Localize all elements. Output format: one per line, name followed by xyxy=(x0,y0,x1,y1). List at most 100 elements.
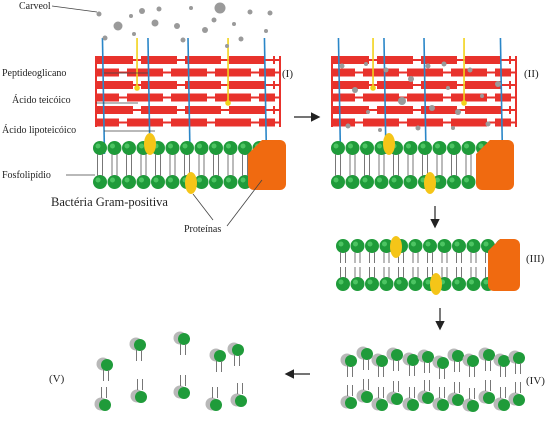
lipid-head xyxy=(452,277,466,291)
peptidoglycan-edge xyxy=(95,56,97,127)
stage-label: (IV) xyxy=(526,375,545,387)
lipid-head-highlight xyxy=(483,279,489,285)
lipid-head xyxy=(467,355,479,367)
lipid-head xyxy=(376,399,388,411)
carveol-molecule xyxy=(156,6,162,12)
lipid-head xyxy=(498,399,510,411)
lipid-head-highlight xyxy=(110,177,115,183)
lipid-head-highlight xyxy=(197,143,202,149)
lipid-head xyxy=(422,351,434,363)
lipid-head xyxy=(461,175,476,189)
lipid-head xyxy=(389,175,403,189)
teichoic-acid-end xyxy=(134,85,140,91)
lipoteichoic-acid xyxy=(187,37,191,155)
lipid-head xyxy=(513,352,525,364)
lipid-head xyxy=(365,277,379,291)
carveol-molecule xyxy=(129,14,133,18)
lipid-head-highlight xyxy=(211,143,217,149)
lipid-head xyxy=(483,349,495,361)
stage-label: (I) xyxy=(282,68,293,80)
carveol-molecule xyxy=(139,8,145,14)
carveol-molecule xyxy=(113,21,123,31)
membrane-protein-yellow xyxy=(383,133,395,155)
lipid-head xyxy=(165,141,180,155)
carveol-molecule xyxy=(339,63,345,69)
lipoteichoic-acid xyxy=(337,37,342,155)
carveol-molecule xyxy=(408,76,414,82)
membrane-stage-1 xyxy=(93,141,267,189)
lipid-head-highlight xyxy=(420,143,426,149)
lipid-head-highlight xyxy=(469,241,474,247)
lipid-head xyxy=(151,175,165,189)
lipid-head xyxy=(336,277,350,291)
lipid-head xyxy=(447,175,461,189)
lipid-head xyxy=(437,399,449,411)
lipoteichoic-acid xyxy=(383,37,387,155)
carveol-molecules-stage-2 xyxy=(339,61,501,132)
carveol-molecule xyxy=(189,6,193,10)
carveol-molecule xyxy=(352,87,358,93)
lipid-head xyxy=(483,392,495,404)
membrane-protein-orange xyxy=(476,140,514,190)
lipid-head xyxy=(466,239,481,253)
lipid-head-highlight xyxy=(353,241,358,247)
carveol-molecule xyxy=(211,17,217,23)
membrane-protein-yellow xyxy=(144,133,156,155)
lipid-head xyxy=(423,239,437,253)
peptidoglycan-link xyxy=(97,109,279,111)
label-acido-lipoteicoico: Ácido lipoteicóico xyxy=(2,124,76,136)
lipid-head-highlight xyxy=(124,177,130,183)
lipoteichoic-acid xyxy=(263,37,268,155)
lipid-head-highlight xyxy=(110,143,115,149)
lipid-head-highlight xyxy=(211,177,217,183)
carveol-molecule xyxy=(238,36,244,42)
carveol-molecules-stage-1 xyxy=(96,2,273,48)
lipid-head xyxy=(235,395,247,407)
carveol-molecule xyxy=(102,35,108,41)
lipid-head-highlight xyxy=(124,143,130,149)
label-carveol: Carveol xyxy=(19,1,51,12)
lipid-head xyxy=(122,175,136,189)
lipid-head xyxy=(408,277,423,291)
lipid-head xyxy=(210,399,222,411)
peptidoglycan-link xyxy=(97,96,279,99)
carveol-molecule xyxy=(151,19,159,27)
lipid-head xyxy=(394,277,408,291)
lipid-head xyxy=(376,355,388,367)
carveol-molecule xyxy=(214,2,226,14)
lipid-head xyxy=(336,239,350,253)
carveol-molecule xyxy=(247,9,253,15)
label-fosfolipidio: Fosfolipídio xyxy=(2,170,51,181)
lipid-head-highlight xyxy=(362,143,368,149)
lipid-head-highlight xyxy=(226,143,231,149)
lipid-head xyxy=(350,277,365,291)
lipid-head-highlight xyxy=(425,241,431,247)
label-peptideoglicano: Peptideoglicano xyxy=(2,68,66,79)
peptidoglycan-edge xyxy=(515,56,517,127)
lipid-head xyxy=(223,141,238,155)
peptidoglycan-edge xyxy=(279,56,281,127)
lipid-head-highlight xyxy=(411,241,416,247)
lipid-head-highlight xyxy=(478,143,484,149)
lipid-head-highlight xyxy=(406,177,411,183)
carveol-molecule xyxy=(398,97,406,105)
leader-line xyxy=(226,179,263,227)
lipid-head xyxy=(345,397,357,409)
membrane-protein-orange xyxy=(488,239,520,291)
carveol-molecule xyxy=(132,32,136,36)
peptidoglycan-link xyxy=(333,96,515,99)
lipid-head-highlight xyxy=(367,241,373,247)
membrane-protein-yellow xyxy=(390,236,402,258)
lipid-head xyxy=(361,348,373,360)
lipid-head-highlight xyxy=(406,143,411,149)
lipid-head-highlight xyxy=(382,241,387,247)
lipid-head-highlight xyxy=(483,241,489,247)
lipid-head xyxy=(452,239,466,253)
lipid-head xyxy=(422,392,434,404)
lipid-head-highlight xyxy=(464,177,469,183)
lipid-head-highlight xyxy=(382,279,387,285)
lipid-head xyxy=(360,141,374,155)
membrane-protein-yellow xyxy=(424,172,436,194)
peptidoglycan-link xyxy=(333,121,515,124)
lipid-head-highlight xyxy=(348,143,353,149)
